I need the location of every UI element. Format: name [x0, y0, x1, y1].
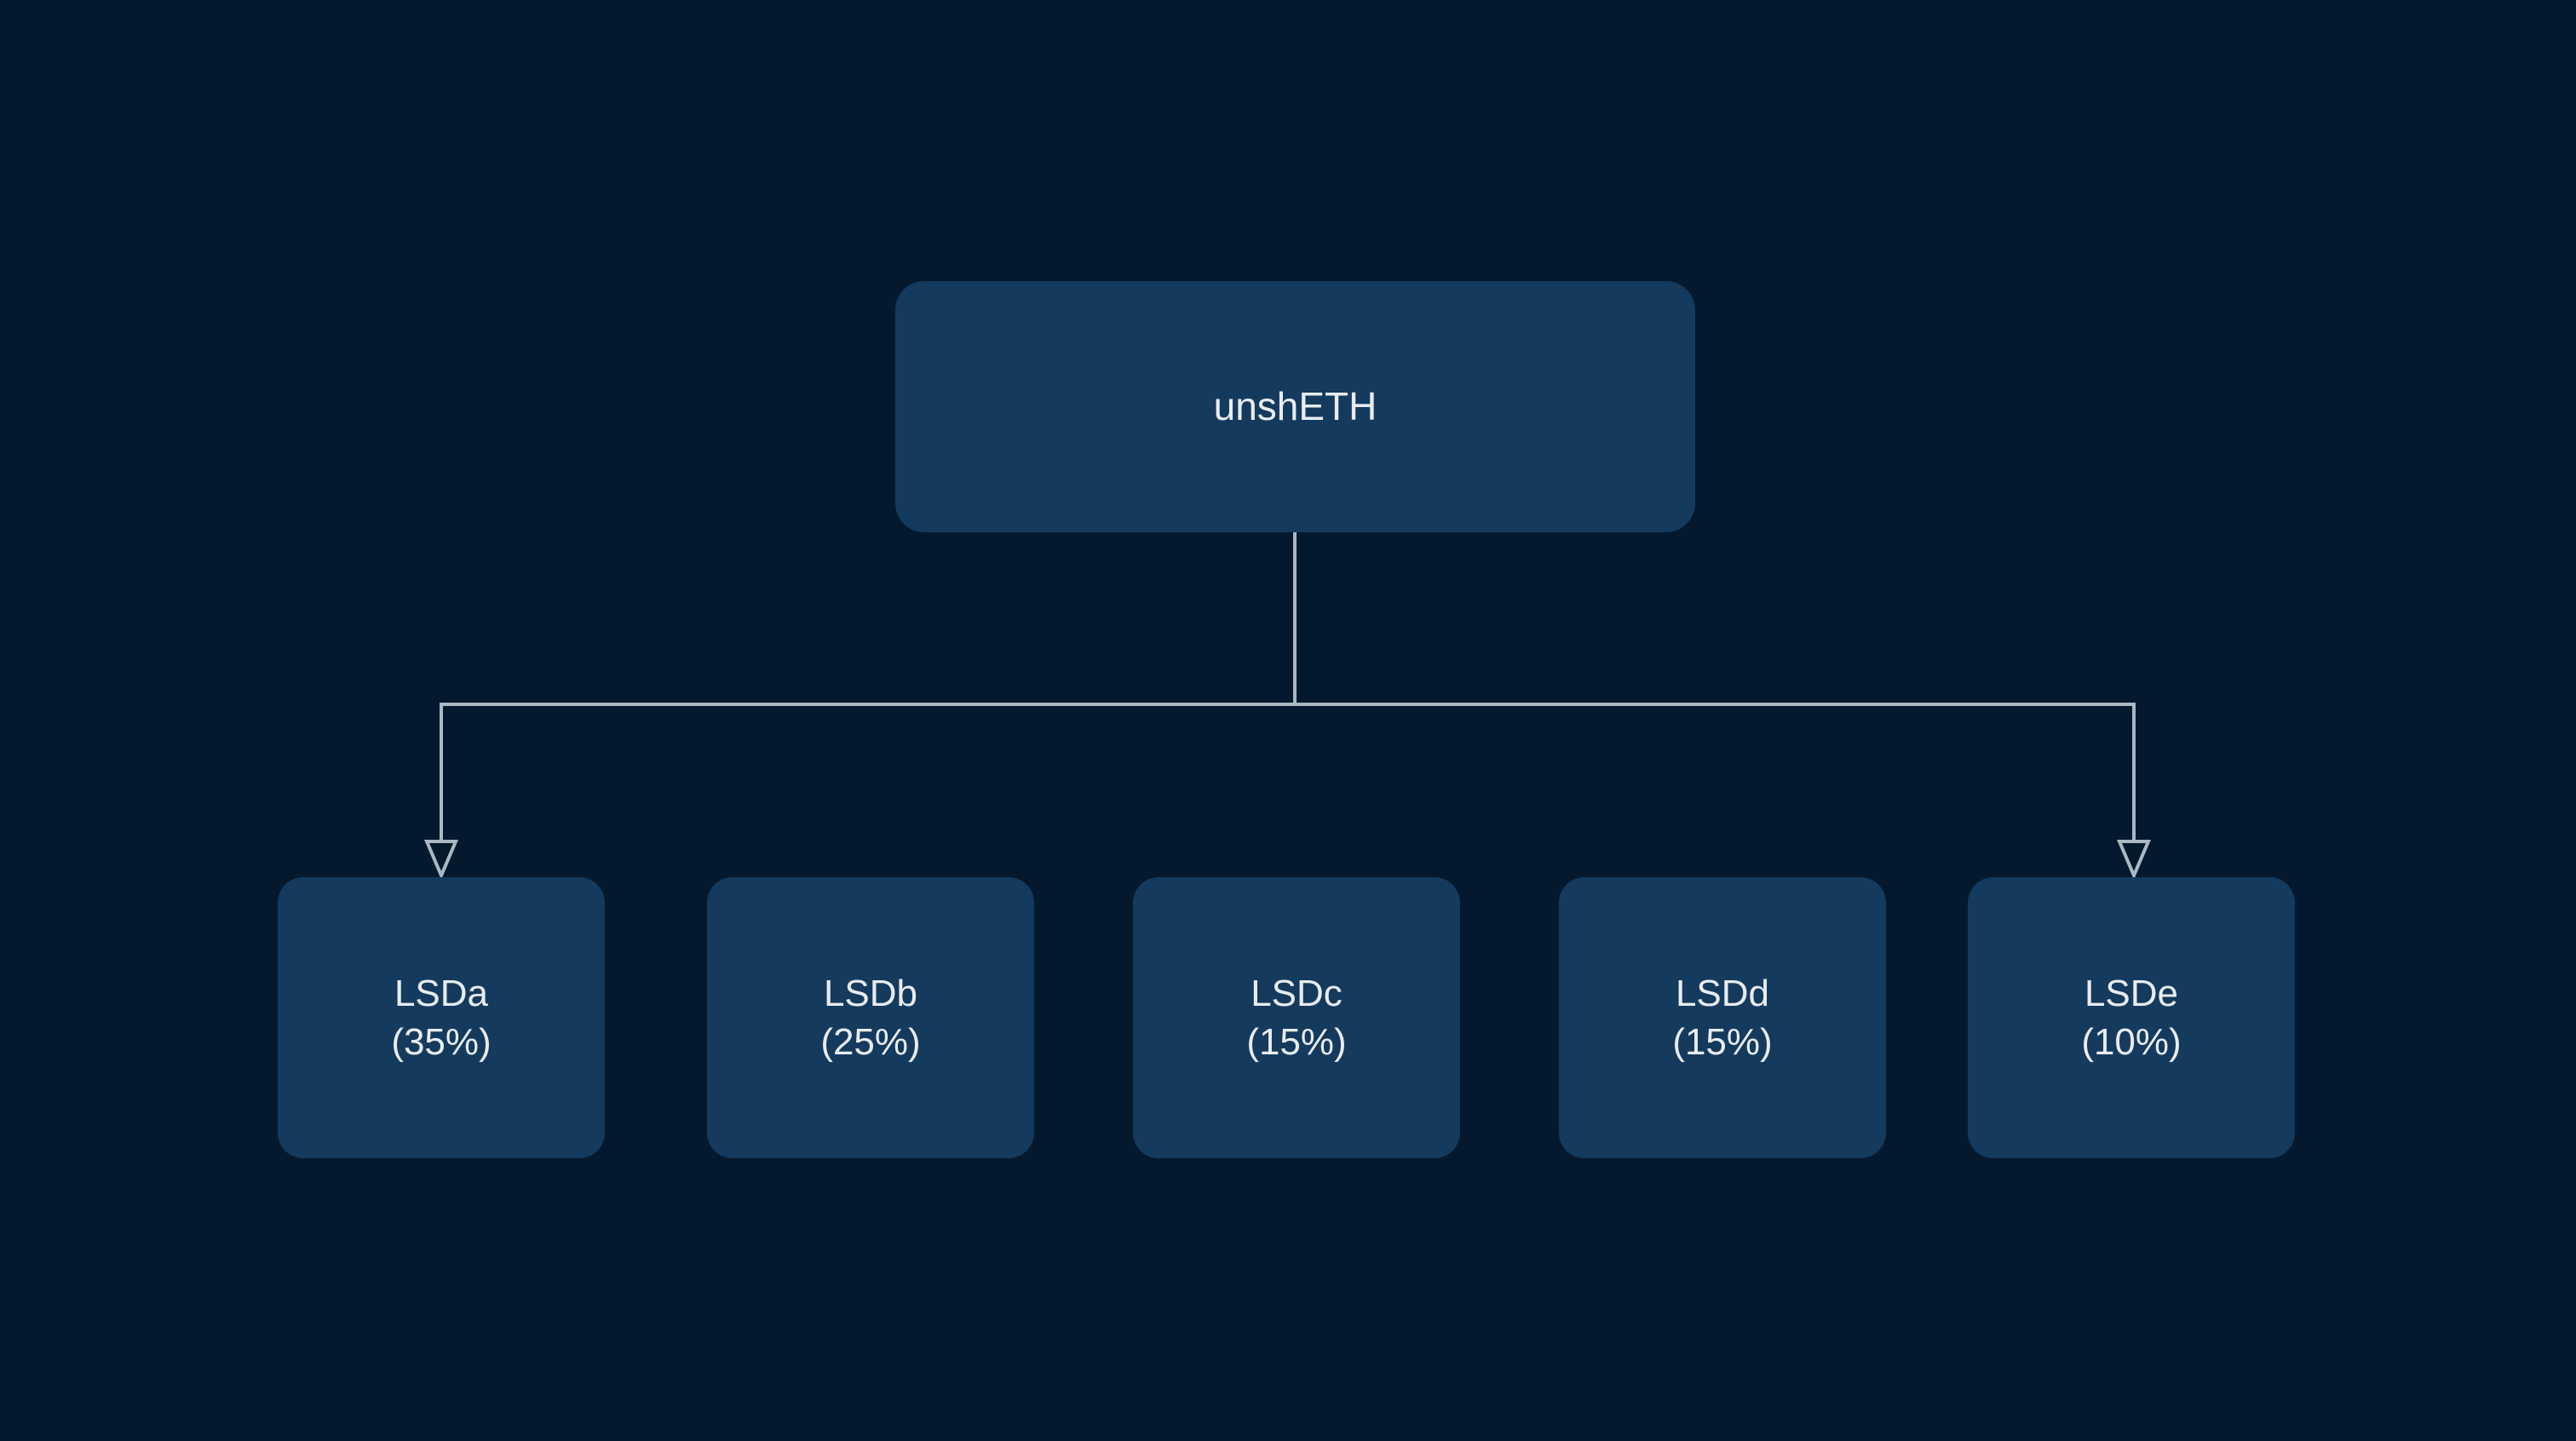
node-unsheth-label: unshETH: [1213, 383, 1377, 428]
node-lsda-label: LSDa: [394, 972, 489, 1014]
node-lsdd-percent: (15%): [1672, 1021, 1773, 1063]
node-lsdc-percent: (15%): [1246, 1021, 1347, 1063]
node-lsdb[interactable]: LSDb (25%): [707, 877, 1034, 1158]
node-lsda-percent: (35%): [391, 1021, 492, 1063]
arrowhead-lsda-icon: [423, 840, 459, 881]
node-lsdd[interactable]: LSDd (15%): [1559, 877, 1886, 1158]
node-unsheth[interactable]: unshETH: [895, 281, 1695, 532]
node-lsde-percent: (10%): [2081, 1021, 2182, 1063]
node-lsdb-percent: (25%): [820, 1021, 921, 1063]
node-lsdc[interactable]: LSDc (15%): [1133, 877, 1460, 1158]
arrowhead-lsde-icon: [2116, 840, 2152, 881]
node-lsdb-label: LSDb: [823, 972, 918, 1014]
node-lsda[interactable]: LSDa (35%): [278, 877, 605, 1158]
node-lsde[interactable]: LSDe (10%): [1968, 877, 2295, 1158]
node-lsdd-label: LSDd: [1675, 972, 1770, 1014]
node-lsde-label: LSDe: [2084, 972, 2179, 1014]
node-lsdc-label: LSDc: [1251, 972, 1343, 1014]
